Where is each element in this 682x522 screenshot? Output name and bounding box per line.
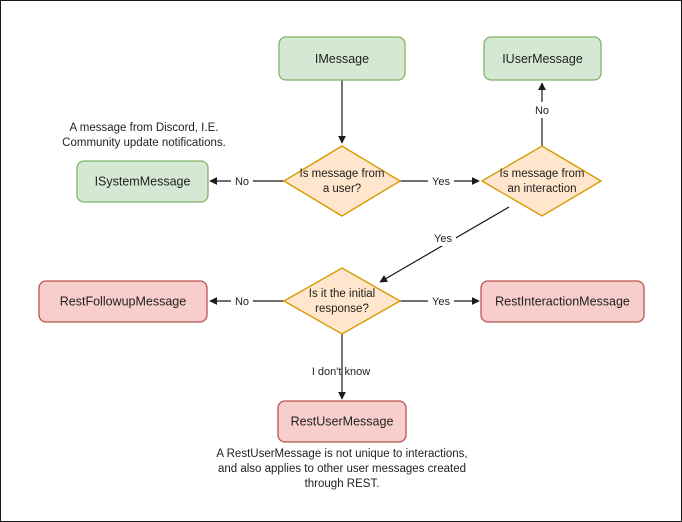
node-iusermessage-box[interactable] [483,36,602,81]
edge-is-from-user-no-to-isystemmessage: No [209,173,284,189]
node-isystemmessage-box[interactable] [76,160,209,203]
node-isystemmessage[interactable]: ISystemMessage [76,160,209,203]
edge-label-initial-yes: Yes [432,296,450,308]
annotation-rest-user-message-line2: and also applies to other user messages … [218,463,466,475]
node-isystemmessage-label: ISystemMessage [95,174,191,188]
annotation-rest-user-message: A RestUserMessage is not unique to inter… [216,448,467,490]
node-is-from-interaction-line2: an interaction [507,183,576,195]
node-is-from-interaction-decision[interactable]: Is message from an interaction [480,145,603,217]
edge-is-initial-response-unknown-to-restusermessage: I don't know [312,326,370,400]
edge-label-interaction-no: No [535,105,549,117]
node-is-from-user-decision[interactable]: Is message from a user? [282,145,402,217]
node-is-from-interaction-diamond[interactable] [480,145,603,217]
node-is-from-user-line1: Is message from [300,168,385,180]
node-is-from-user-diamond[interactable] [282,145,402,217]
annotation-system-message: A message from Discord, I.E. Community u… [62,122,226,149]
node-is-initial-response-line2: response? [315,303,369,315]
node-imessage[interactable]: IMessage [278,36,406,81]
node-restusermessage[interactable]: RestUserMessage [277,400,407,443]
node-imessage-label: IMessage [315,52,369,66]
annotation-system-message-line1: A message from Discord, I.E. [70,122,219,134]
edge-label-user-no: No [235,176,249,188]
edge-label-user-yes: Yes [432,176,450,188]
node-imessage-box[interactable] [278,36,406,81]
annotation-rest-user-message-line1: A RestUserMessage is not unique to inter… [216,448,467,460]
node-iusermessage[interactable]: IUserMessage [483,36,602,81]
node-restfollowupmessage-label: RestFollowupMessage [60,294,186,308]
node-is-initial-response-diamond[interactable] [282,267,402,335]
node-is-initial-response-line1: Is it the initial [309,288,375,300]
edge-label-interaction-yes: Yes [434,233,452,245]
edge-is-from-user-yes-to-is-from-interaction: Yes [400,173,480,189]
annotation-rest-user-message-line3: through REST. [305,478,380,490]
node-iusermessage-label: IUserMessage [502,52,583,66]
node-is-from-user-line2: a user? [323,183,361,195]
node-restfollowupmessage[interactable]: RestFollowupMessage [38,280,208,323]
edge-is-initial-response-yes-to-restinteractionmessage: Yes [400,293,480,309]
edge-label-initial-unknown: I don't know [312,366,370,378]
edge-is-from-interaction-no-to-iusermessage: No [531,82,553,149]
edge-is-from-interaction-yes-to-is-initial-response: Yes [379,206,510,283]
edge-is-initial-response-no-to-restfollowupmessage: No [209,293,284,309]
node-is-initial-response-decision[interactable]: Is it the initial response? [282,267,402,335]
node-restinteractionmessage-box[interactable] [480,280,645,323]
node-restinteractionmessage-label: RestInteractionMessage [495,294,630,308]
node-restusermessage-box[interactable] [277,400,407,443]
node-restusermessage-label: RestUserMessage [291,414,394,428]
annotation-system-message-line2: Community update notifications. [62,137,226,149]
node-restfollowupmessage-box[interactable] [38,280,208,323]
edge-label-initial-no: No [235,296,249,308]
node-restinteractionmessage[interactable]: RestInteractionMessage [480,280,645,323]
node-is-from-interaction-line1: Is message from [500,168,585,180]
